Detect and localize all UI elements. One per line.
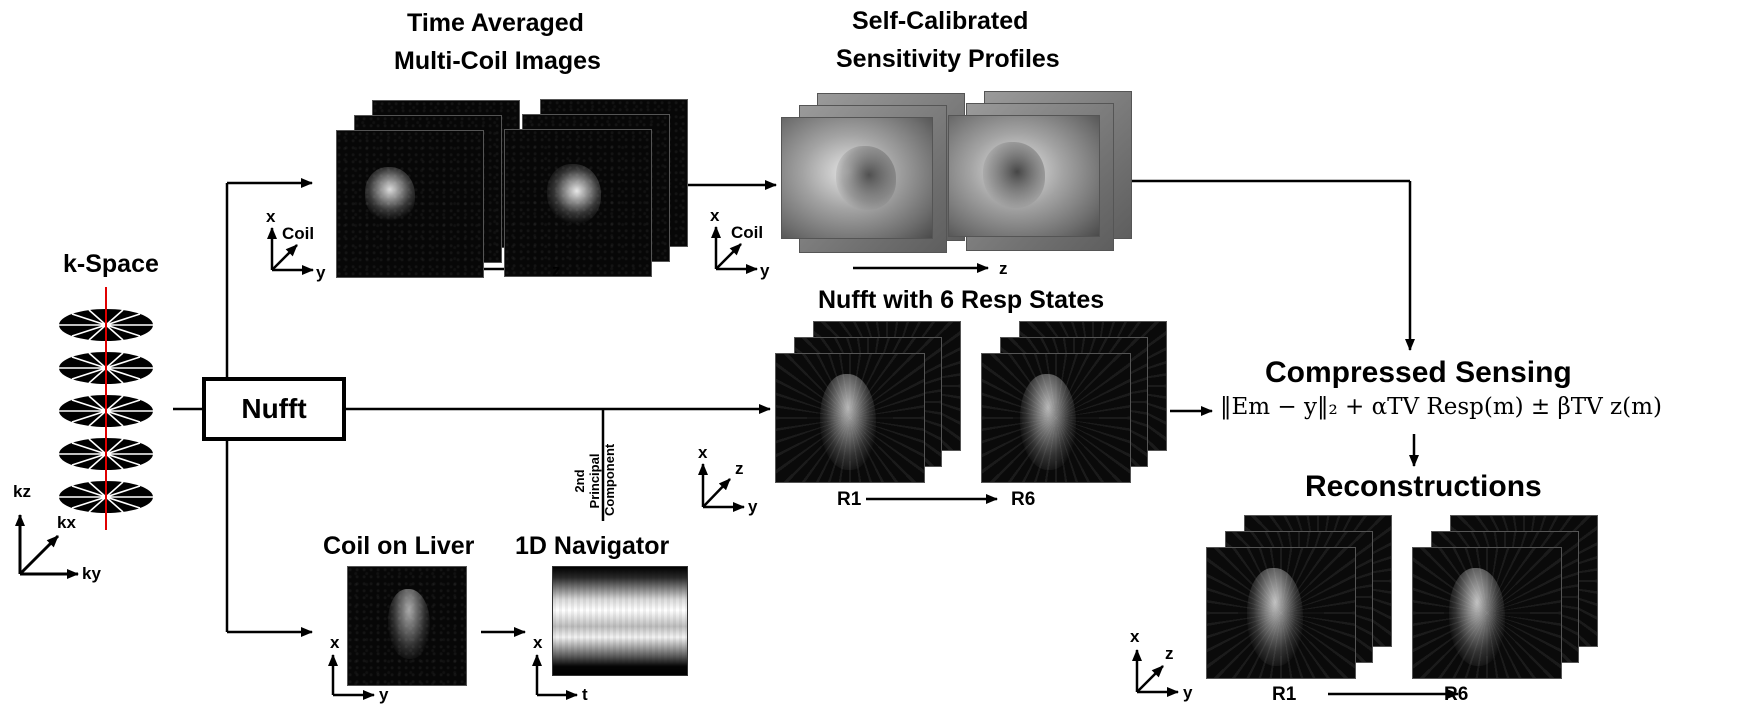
- anatomy-highlight: [547, 164, 601, 224]
- principal-line2: Principal: [587, 446, 602, 516]
- sensitivity-x-label: x: [710, 207, 719, 224]
- anatomy-highlight: [1247, 568, 1303, 666]
- kspace-kz-label: kz: [13, 483, 31, 500]
- navigator-x-label: x: [533, 634, 542, 651]
- principal-line3: Component: [602, 446, 617, 516]
- reconstruction-first-label: R1: [1272, 685, 1296, 704]
- image-slice: [504, 129, 652, 277]
- compressed-sensing-title: Compressed Sensing: [1265, 358, 1572, 388]
- time-averaged-title-line1: Time Averaged: [407, 11, 584, 36]
- resp-y-label: y: [748, 498, 757, 515]
- sensitivity-title-line1: Self-Calibrated: [852, 9, 1028, 34]
- anatomy-highlight: [388, 589, 430, 659]
- nufft-label: Nufft: [241, 393, 306, 425]
- resp-states-title: Nufft with 6 Resp States: [818, 288, 1104, 313]
- time-averaged-z-label: z: [552, 262, 561, 279]
- image-slice: [336, 130, 484, 278]
- sensitivity-z-label: z: [999, 260, 1008, 277]
- reconstructions-title: Reconstructions: [1305, 472, 1542, 502]
- anatomy-highlight: [1449, 568, 1505, 666]
- navigator-image: [552, 566, 688, 676]
- coil-liver-title: Coil on Liver: [323, 534, 474, 559]
- coil-liver-image: [347, 566, 467, 686]
- anatomy-highlight: [1020, 374, 1076, 470]
- time-averaged-title-line2: Multi-Coil Images: [394, 49, 601, 74]
- time-averaged-y-label: y: [316, 264, 325, 281]
- kspace-title: k-Space: [63, 252, 159, 277]
- compressed-sensing-formula: ‖Em − y‖₂ + αTV Resp(m) ± βTV z(m): [1220, 396, 1662, 419]
- anatomy-highlight: [365, 167, 415, 223]
- sensitivity-slice: [948, 115, 1100, 237]
- reconstruction-x-label: x: [1130, 628, 1139, 645]
- nufft-box: Nufft: [202, 377, 346, 441]
- image-slice: [1412, 547, 1562, 679]
- image-slice: [775, 353, 925, 483]
- time-averaged-x-label: x: [266, 208, 275, 225]
- kspace-kx-label: kx: [57, 514, 76, 531]
- sensitivity-slice: [781, 117, 933, 239]
- reconstruction-z-label: z: [1165, 645, 1174, 662]
- resp-first-label: R1: [837, 490, 861, 509]
- principal-line1: 2nd: [572, 446, 587, 516]
- coil-liver-x-label: x: [330, 634, 339, 651]
- anatomy-highlight: [983, 142, 1045, 208]
- image-slice: [1206, 547, 1356, 679]
- navigator-title: 1D Navigator: [515, 534, 669, 559]
- reconstruction-last-label: R6: [1444, 685, 1468, 704]
- navigator-t-label: t: [582, 686, 588, 703]
- coil-liver-y-label: y: [379, 686, 388, 703]
- resp-last-label: R6: [1011, 490, 1035, 509]
- kspace-ky-label: ky: [82, 565, 101, 582]
- kspace-stack: [59, 287, 153, 530]
- sensitivity-title-line2: Sensitivity Profiles: [836, 47, 1060, 72]
- anatomy-highlight: [836, 146, 896, 210]
- resp-z-label: z: [735, 460, 744, 477]
- sensitivity-y-label: y: [760, 262, 769, 279]
- image-slice: [981, 353, 1131, 483]
- time-averaged-coil-label: Coil: [282, 225, 314, 242]
- sensitivity-coil-label: Coil: [731, 224, 763, 241]
- principal-component-label: 2nd Principal Component: [572, 446, 617, 516]
- reconstruction-y-label: y: [1183, 684, 1192, 701]
- resp-x-label: x: [698, 444, 707, 461]
- anatomy-highlight: [820, 374, 876, 470]
